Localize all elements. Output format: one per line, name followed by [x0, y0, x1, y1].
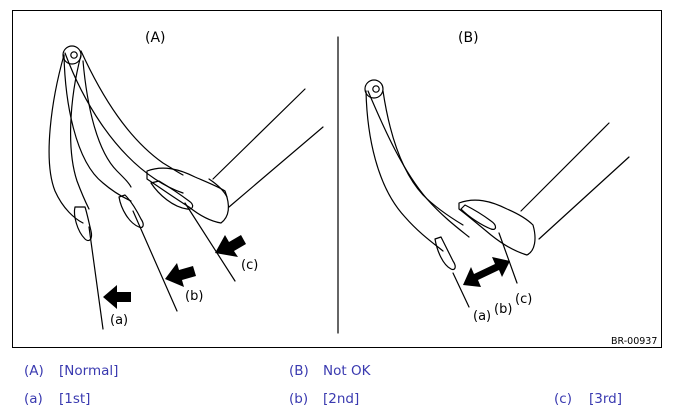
- label-a-pos-c: (c): [241, 258, 258, 273]
- measure-line-a-b: [132, 210, 178, 312]
- leg-a: [212, 88, 324, 208]
- legend-value-B: Not OK: [323, 363, 371, 379]
- measure-line-b-a: [452, 272, 470, 308]
- arrow-b: [165, 263, 196, 287]
- shoe-a: [146, 167, 230, 224]
- pedal-pad-b-c: [460, 204, 497, 230]
- leg-b: [520, 122, 630, 240]
- measure-line-a-a: [88, 226, 104, 330]
- label-b-pos-b: (b): [494, 302, 512, 317]
- legend-key-B: (B): [289, 363, 309, 379]
- pedal-pad-position-c: [150, 180, 194, 210]
- legend-key-a: (a): [24, 391, 43, 407]
- pedal-arm-b-inner: [382, 90, 464, 226]
- label-b-pos-c: (c): [515, 292, 532, 307]
- pedal-diagram: (A) (B) (a) (b) (c) (a) (b) (c) BR-00937: [12, 10, 662, 348]
- legend-key-b: (b): [289, 391, 309, 407]
- pedal-pad-position-a: [73, 206, 93, 242]
- legend-key-A: (A): [24, 363, 44, 379]
- pedal-arm-position-b: [63, 54, 132, 202]
- legend-key-c: (c): [554, 391, 572, 407]
- label-b-pos-a: (a): [473, 309, 491, 324]
- panel-a-label: (A): [145, 30, 166, 46]
- label-a-pos-a: (a): [110, 313, 128, 328]
- measure-line-b-c: [498, 232, 518, 284]
- double-arrow-b: [463, 257, 510, 287]
- shoe-b: [458, 199, 536, 256]
- panel-b-label: (B): [458, 30, 479, 46]
- pedal-arm-position-a: [48, 54, 84, 224]
- pedal-diagram-svg: (A) (B) (a) (b) (c) (a) (b) (c) BR-00937: [48, 30, 657, 347]
- figure-code: BR-00937: [611, 336, 657, 347]
- pedal-arm-b-outer: [365, 90, 444, 252]
- legend-value-A: [Normal]: [59, 363, 119, 379]
- legend-value-b: [2nd]: [323, 391, 360, 407]
- legend-value-c: [3rd]: [589, 391, 623, 407]
- pedal-pad-b-a: [434, 236, 456, 271]
- pedal-pivot-b: [364, 79, 384, 99]
- label-a-pos-b: (b): [185, 289, 203, 304]
- pedal-pad-position-b: [118, 194, 144, 229]
- measure-line-a-c: [184, 202, 236, 282]
- pedal-pivot-hole-a: [70, 51, 78, 59]
- arrow-c: [215, 235, 246, 257]
- pedal-pivot-hole-b: [372, 85, 380, 93]
- arrow-a: [103, 285, 131, 309]
- legend-value-a: [1st]: [59, 391, 91, 407]
- pedal-arm-position-c: [64, 52, 184, 194]
